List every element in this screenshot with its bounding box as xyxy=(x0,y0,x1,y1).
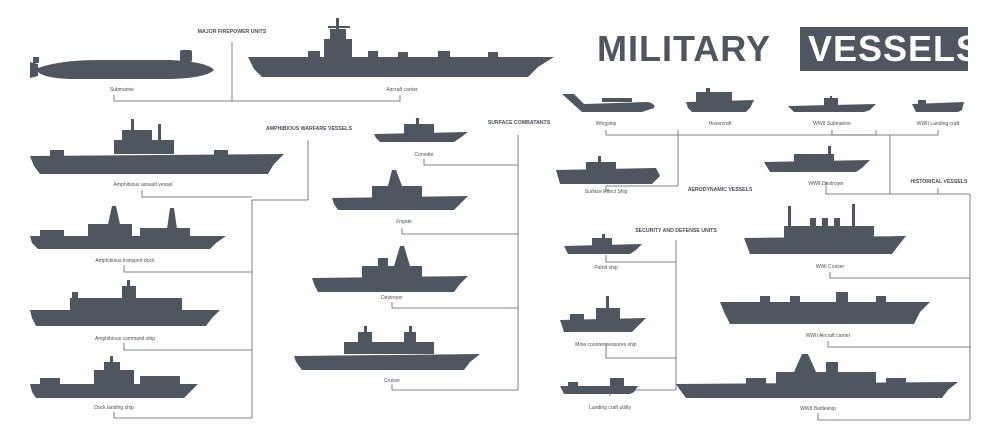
header-amphibious: AMPHIBIOUS WARFARE VESSELS xyxy=(266,126,352,132)
header-historical: HISTORICAL VESSELS xyxy=(910,179,968,185)
header-surface: SURFACE COMBATANTS xyxy=(487,120,551,126)
wwi-cruiser-icon xyxy=(744,204,906,254)
label-wwii-landing-craft: WWII Landing craft xyxy=(916,121,960,127)
label-cruiser: Cruiser xyxy=(383,378,401,384)
label-submarine: Submarine xyxy=(109,87,135,93)
label-wwii-aircraft-carrier: WWII Aircraft carrier xyxy=(805,333,851,339)
label-wwii-battleship: WWII Battleship xyxy=(800,406,836,412)
label-frigate: Frigate xyxy=(396,219,412,225)
label-wwii-submarine: WWII Submarine xyxy=(813,121,851,127)
title-main: MILITARY xyxy=(597,28,771,69)
aircraft-carrier-icon xyxy=(248,18,554,77)
frigate-icon xyxy=(332,170,468,210)
label-amphibious-assault: Amphibious assault vessel xyxy=(113,182,173,188)
label-mine-countermeasures: Mine countermeasures ship xyxy=(575,342,637,348)
header-aerodynamic: AERODYNAMIC VESSELS xyxy=(687,187,753,193)
wwii-destroyer-icon xyxy=(764,146,870,172)
title-box xyxy=(800,27,968,71)
label-corvette: Corvette xyxy=(414,152,434,158)
header-major-firepower: MAJOR FIREPOWER UNITS xyxy=(197,29,267,35)
label-dock-landing: Dock landing ship xyxy=(94,405,134,411)
label-landing-craft-utility: Landing craft utility xyxy=(589,405,631,411)
amphibious-assault-icon xyxy=(30,119,284,174)
mine-countermeasures-icon xyxy=(560,296,646,332)
corvette-icon xyxy=(374,118,468,142)
surface-effect-icon xyxy=(556,156,660,184)
header-security: SECURITY AND DEFENSE UNITS xyxy=(635,228,717,234)
label-wingship: Wingship xyxy=(595,121,617,127)
hovercraft-icon xyxy=(686,88,754,112)
wwii-battleship-icon xyxy=(676,354,958,398)
wingship-icon xyxy=(562,94,655,112)
wwii-aircraft-carrier-icon xyxy=(720,292,930,324)
label-destroyer: Destroyer xyxy=(381,295,403,301)
wwii-submarine-icon xyxy=(788,96,876,112)
landing-craft-utility-icon xyxy=(560,378,638,394)
label-wwii-destroyer: WWII Destroyer xyxy=(808,181,844,187)
label-surface-effect: Surface Effect Ship xyxy=(584,189,628,195)
submarine-icon xyxy=(30,50,214,79)
label-hovercraft: Hovercraft xyxy=(708,121,732,127)
cruiser-icon xyxy=(294,326,480,370)
patrol-ship-icon xyxy=(564,234,642,254)
label-patrol: Patrol ship xyxy=(594,265,618,271)
amphibious-command-icon xyxy=(30,280,220,326)
label-amphibious-transport: Amphibious transport dock xyxy=(95,258,155,264)
label-wwi-cruiser: WWI Cruiser xyxy=(815,264,845,270)
title-accent: VESSELS xyxy=(808,28,982,69)
dock-landing-icon xyxy=(30,356,198,398)
label-amphibious-command: Amphibious command ship xyxy=(94,336,156,342)
destroyer-icon xyxy=(312,246,468,292)
label-aircraft-carrier: Aircraft carrier xyxy=(386,87,418,93)
wwii-landing-craft-icon xyxy=(912,100,964,112)
amphibious-transport-icon xyxy=(30,206,226,249)
